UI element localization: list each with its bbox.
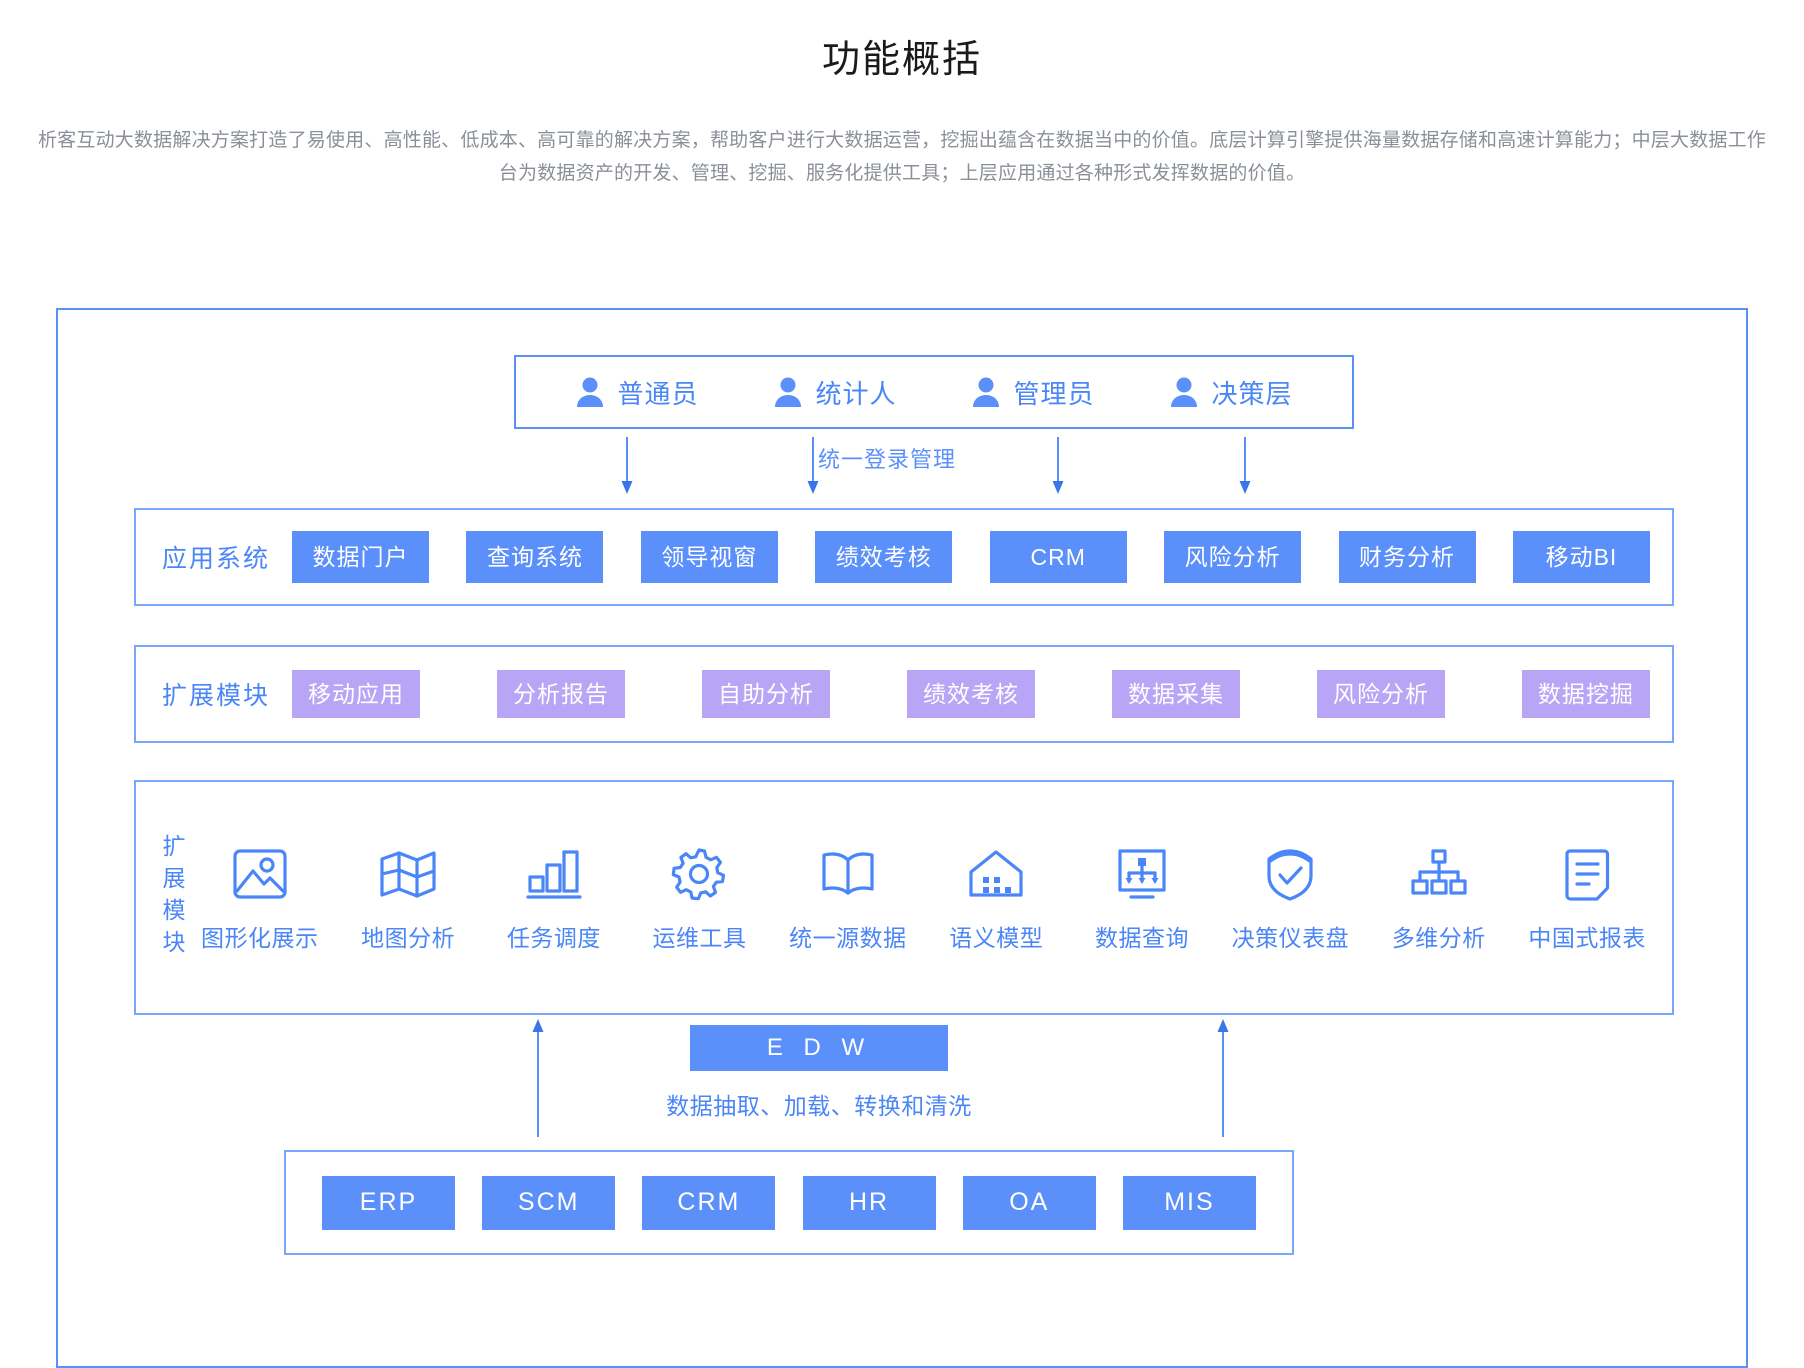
role-item-0[interactable]: 普通员	[575, 374, 698, 411]
application-layer-label: 应用系统	[162, 545, 271, 573]
source-chip-5[interactable]: MIS	[1122, 1175, 1256, 1230]
capability-layer-band: 扩展模块 图形化展示	[134, 780, 1674, 1015]
capability-label: 数据查询	[1094, 924, 1189, 951]
arrow-down-icon	[620, 437, 634, 495]
capability-label: 图形化展示	[201, 924, 319, 951]
app-chip-0[interactable]: 数据门户	[292, 531, 430, 583]
unified-login-label: 统一登录管理	[818, 447, 957, 472]
capability-item-8[interactable]: 多维分析	[1383, 843, 1495, 953]
arrow-down-icon	[806, 437, 820, 495]
extension-layer-items: 移动应用 分析报告 自助分析 绩效考核 数据采集 风险分析 数据挖掘	[292, 670, 1650, 718]
source-chip-4[interactable]: OA	[962, 1175, 1096, 1230]
app-chip-5[interactable]: 风险分析	[1164, 531, 1302, 583]
source-chip-3[interactable]: HR	[802, 1175, 936, 1230]
extension-layer-label: 扩展模块	[162, 682, 271, 710]
role-item-2[interactable]: 管理员	[971, 374, 1094, 411]
application-layer-band: 应用系统 数据门户 查询系统 领导视窗 绩效考核 CRM 风险分析 财务分析 移…	[134, 508, 1674, 606]
image-icon	[229, 843, 291, 905]
capability-item-0[interactable]: 图形化展示	[201, 843, 319, 953]
page-description: 析客互动大数据解决方案打造了易使用、高性能、低成本、高可靠的解决方案，帮助客户进…	[37, 129, 1766, 184]
ext-chip-3[interactable]: 绩效考核	[906, 670, 1035, 718]
app-chip-1[interactable]: 查询系统	[466, 531, 604, 583]
edw-box[interactable]: E D W	[690, 1025, 948, 1071]
data-query-icon	[1111, 843, 1173, 905]
capability-label: 任务调度	[506, 924, 601, 951]
ext-chip-6[interactable]: 数据挖掘	[1521, 670, 1650, 718]
map-icon	[377, 843, 439, 905]
role-label: 统计人	[815, 378, 897, 409]
hierarchy-icon	[1408, 843, 1470, 905]
etl-caption: 数据抽取、加载、转换和清洗	[666, 1093, 972, 1119]
capability-label: 地图分析	[361, 924, 456, 951]
capability-label: 运维工具	[652, 924, 747, 951]
ext-chip-0[interactable]: 移动应用	[292, 670, 421, 718]
gear-icon	[668, 843, 730, 905]
ext-chip-4[interactable]: 数据采集	[1111, 670, 1240, 718]
app-chip-6[interactable]: 财务分析	[1338, 531, 1476, 583]
open-book-icon	[817, 843, 879, 905]
capability-label: 中国式报表	[1528, 924, 1646, 951]
extension-layer-band: 扩展模块 移动应用 分析报告 自助分析 绩效考核 数据采集 风险分析 数据挖掘	[134, 645, 1674, 743]
app-chip-2[interactable]: 领导视窗	[640, 531, 778, 583]
report-document-icon	[1556, 843, 1618, 905]
application-layer-items: 数据门户 查询系统 领导视窗 绩效考核 CRM 风险分析 财务分析 移动BI	[292, 531, 1650, 583]
capability-item-9[interactable]: 中国式报表	[1528, 843, 1646, 953]
ext-chip-1[interactable]: 分析报告	[497, 670, 625, 718]
arrow-up-icon	[1216, 1019, 1230, 1137]
role-item-3[interactable]: 决策层	[1169, 374, 1292, 411]
capability-item-6[interactable]: 数据查询	[1086, 843, 1198, 953]
source-chip-2[interactable]: CRM	[642, 1175, 776, 1230]
role-label: 管理员	[1013, 378, 1095, 409]
user-roles-bar: 普通员 统计人 管理员 决策层	[514, 355, 1354, 429]
capability-item-2[interactable]: 任务调度	[498, 843, 610, 953]
capability-item-1[interactable]: 地图分析	[352, 843, 464, 953]
app-chip-3[interactable]: 绩效考核	[815, 531, 953, 583]
user-icon	[1169, 376, 1199, 408]
capability-layer-items: 图形化展示 地图分析	[193, 843, 1654, 953]
source-chip-1[interactable]: SCM	[482, 1175, 616, 1230]
capability-layer-label: 扩展模块	[159, 833, 185, 962]
role-item-1[interactable]: 统计人	[773, 374, 896, 411]
capability-item-4[interactable]: 统一源数据	[789, 843, 907, 953]
warehouse-icon	[965, 843, 1027, 905]
app-chip-7[interactable]: 移动BI	[1512, 531, 1650, 583]
arrow-down-icon	[1051, 437, 1065, 495]
source-systems-band: ERP SCM CRM HR OA MIS	[284, 1150, 1294, 1255]
source-chip-0[interactable]: ERP	[322, 1175, 455, 1230]
user-icon	[773, 376, 803, 408]
arrow-down-icon	[1238, 437, 1252, 495]
capability-item-3[interactable]: 运维工具	[643, 843, 755, 953]
architecture-diagram-frame: 普通员 统计人 管理员 决策层	[56, 308, 1748, 1368]
role-label: 普通员	[617, 378, 699, 409]
capability-label: 语义模型	[949, 924, 1044, 951]
bar-chart-icon	[523, 843, 585, 905]
login-flow-arrows: 统一登录管理	[58, 429, 1750, 502]
shield-check-icon	[1259, 843, 1321, 905]
capability-item-7[interactable]: 决策仪表盘	[1232, 843, 1350, 953]
ext-chip-2[interactable]: 自助分析	[701, 670, 830, 718]
app-chip-4[interactable]: CRM	[989, 531, 1127, 583]
capability-label: 决策仪表盘	[1231, 924, 1350, 951]
etl-layer: E D W 数据抽取、加载、转换和清洗	[58, 1015, 1750, 1145]
capability-label: 多维分析	[1391, 924, 1486, 951]
ext-chip-5[interactable]: 风险分析	[1316, 670, 1445, 718]
capability-label: 统一源数据	[789, 924, 907, 951]
page-title: 功能概括	[821, 39, 982, 81]
capability-item-5[interactable]: 语义模型	[940, 843, 1052, 953]
arrow-up-icon	[531, 1019, 545, 1137]
user-icon	[971, 376, 1001, 408]
user-icon	[575, 376, 605, 408]
role-label: 决策层	[1211, 378, 1293, 409]
